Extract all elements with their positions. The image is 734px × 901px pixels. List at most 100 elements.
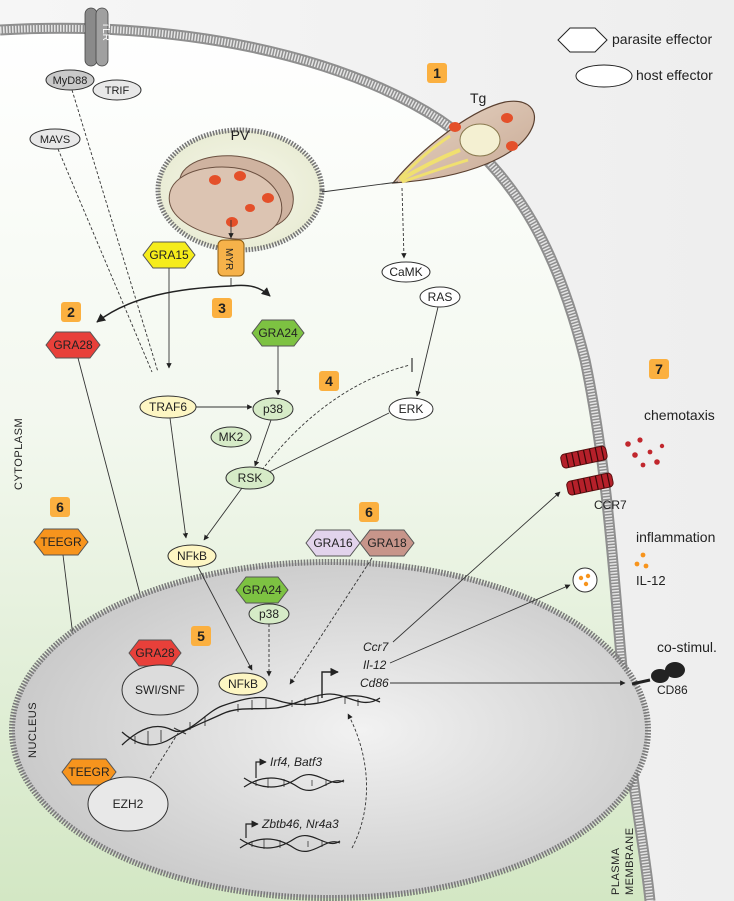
myd88-label: MyD88	[53, 75, 88, 87]
ras-node	[419, 286, 461, 308]
myd88-traf6-link	[71, 89, 159, 373]
step-badge-3: 3	[212, 298, 232, 318]
traf6-label: TRAF6	[149, 400, 187, 414]
ccr7-expression-arrow	[392, 491, 561, 643]
myr-to-gra28-arrow	[96, 285, 232, 323]
step-badge-1: 1	[427, 63, 447, 83]
dna-helix-irf4	[243, 773, 345, 791]
tg-label: Tg	[470, 90, 486, 106]
tlr-receptor: TLR	[84, 7, 111, 67]
legend-host-ellipse	[575, 64, 633, 88]
ccr7-label: CCR7	[594, 498, 627, 512]
il12-vesicle	[572, 567, 598, 593]
cytoplasm-label: CYTOPLASM	[13, 418, 25, 490]
legend-host-label: host effector	[636, 67, 713, 83]
camk-label: CaMK	[389, 265, 422, 279]
teegr-label: TEEGR	[40, 535, 82, 549]
gra28-to-nucleus-arrow	[77, 357, 152, 633]
p38-label: p38	[263, 402, 283, 416]
myr-label: MYR	[223, 248, 234, 270]
pv-label: PV	[231, 127, 250, 143]
trif-label: TRIF	[105, 85, 130, 97]
p38-nuclear-label: p38	[259, 607, 279, 621]
erk-node	[388, 397, 434, 421]
plasma-label: PLASMA	[610, 847, 622, 895]
inflammation-label: inflammation	[636, 529, 715, 545]
costim-label: co-stimul.	[657, 639, 717, 655]
myr-complex	[217, 239, 245, 277]
rsk-node	[225, 466, 275, 490]
mk2-node	[210, 426, 252, 448]
nfkb-nuclear-node	[218, 672, 268, 696]
gra15-label: GRA15	[149, 248, 189, 262]
ras-to-erk-arrow	[415, 306, 439, 397]
svg-text:6: 6	[56, 499, 64, 515]
cd86-label: CD86	[657, 683, 688, 697]
gra16-gra18-to-dna-arrow	[289, 557, 373, 685]
promoter-arrow-zbtb46	[245, 820, 259, 838]
toxoplasma-tachyzoite	[391, 100, 535, 184]
swisnf-label: SWI/SNF	[135, 683, 185, 697]
step-badge-6-right: 6	[359, 502, 379, 522]
promoter-arrow-irf4	[255, 758, 267, 778]
erk-to-rsk-arrow	[264, 412, 390, 475]
swisnf-complex	[121, 664, 199, 716]
tlr-label: TLR	[100, 22, 111, 41]
nfkb-nuclear-label: NFkB	[228, 677, 258, 691]
svg-text:5: 5	[197, 628, 205, 644]
step-badge-4: 4	[319, 371, 339, 391]
il12-dots	[634, 552, 649, 569]
gra18-node	[359, 529, 415, 557]
gra28-nuclear-label: GRA28	[135, 646, 175, 660]
step-badge-5: 5	[191, 626, 211, 646]
teegr-nuclear-node	[61, 758, 117, 786]
trif-node	[92, 79, 142, 101]
gra24-node	[251, 319, 305, 347]
step-badge-6-left: 6	[50, 497, 70, 517]
myr-to-gra24-arrow	[230, 284, 271, 297]
camk-node	[381, 261, 431, 283]
ras-label: RAS	[428, 290, 453, 304]
ezh2-complex	[87, 776, 169, 832]
ccr7-gene-label: Ccr7	[363, 640, 390, 654]
gra24-nuclear-node	[235, 576, 289, 604]
mavs-traf6-link	[57, 148, 153, 373]
ezh2-to-dna-repression	[149, 729, 181, 779]
rsk-to-nfkb-arrow	[203, 487, 243, 541]
pv-tg-link	[321, 181, 399, 193]
ezh2-label: EZH2	[113, 797, 144, 811]
svg-text:6: 6	[365, 504, 373, 520]
p38-to-rsk-arrow	[254, 419, 272, 467]
gra28-nuclear-node	[128, 639, 182, 667]
chemotaxis-label: chemotaxis	[644, 407, 715, 423]
nfkb-translocation-arrow	[197, 566, 253, 671]
pv-parasites	[168, 155, 294, 240]
p38-node	[252, 397, 294, 421]
membrane-label: MEMBRANE	[624, 827, 636, 895]
dna-helix-zbtb46	[239, 834, 341, 852]
cd86-molecule	[631, 662, 685, 686]
traf6-to-nfkb-arrow	[169, 417, 189, 539]
nucleus-label: NUCLEUS	[27, 702, 39, 758]
promoter-arrow-main	[321, 667, 339, 698]
il12-label: IL-12	[636, 573, 666, 588]
gra28-node	[45, 331, 101, 359]
gra15-node	[142, 241, 196, 269]
gra18-label: GRA18	[367, 536, 407, 550]
svg-text:7: 7	[655, 361, 663, 377]
cd86-gene-label: Cd86	[360, 676, 389, 690]
gra24-nuclear-label: GRA24	[242, 583, 282, 597]
gra28-label: GRA28	[53, 338, 93, 352]
legend-parasite-hexagon	[557, 27, 608, 53]
rsk-feedback-inhibition	[261, 364, 411, 471]
svg-text:1: 1	[433, 65, 441, 81]
legend-parasite-label: parasite effector	[612, 31, 712, 47]
zbtb46-gene-label: Zbtb46, Nr4a3	[261, 817, 339, 831]
teegr-node	[33, 528, 89, 556]
myd88-node	[45, 69, 95, 91]
mk2-label: MK2	[219, 430, 244, 444]
zbtb46-feedback-arrow	[347, 713, 367, 849]
step-badge-2: 2	[61, 302, 81, 322]
